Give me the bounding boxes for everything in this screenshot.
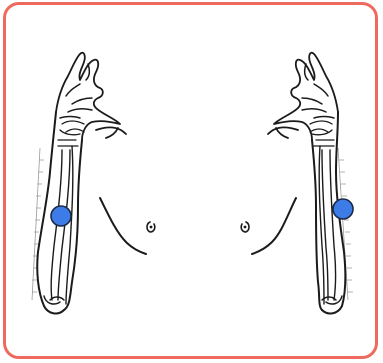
left-wrist-curve	[96, 127, 126, 138]
right-tendons	[312, 130, 334, 146]
left-palm-lines	[62, 121, 84, 132]
left-arm	[32, 53, 155, 314]
left-tendons	[58, 130, 80, 146]
left-marker	[51, 206, 71, 226]
left-finger-lines	[60, 64, 92, 118]
right-arm	[241, 53, 353, 314]
right-wrist-curve	[268, 127, 298, 138]
right-finger-lines	[302, 64, 334, 118]
right-chest-contour	[252, 198, 296, 254]
left-chest-contour	[100, 198, 146, 254]
right-nipple-dot	[244, 226, 247, 229]
right-palm-lines	[310, 121, 332, 132]
right-elbow	[322, 296, 342, 304]
left-elbow	[44, 296, 64, 304]
right-marker	[333, 199, 353, 219]
left-nipple-dot	[150, 226, 153, 229]
